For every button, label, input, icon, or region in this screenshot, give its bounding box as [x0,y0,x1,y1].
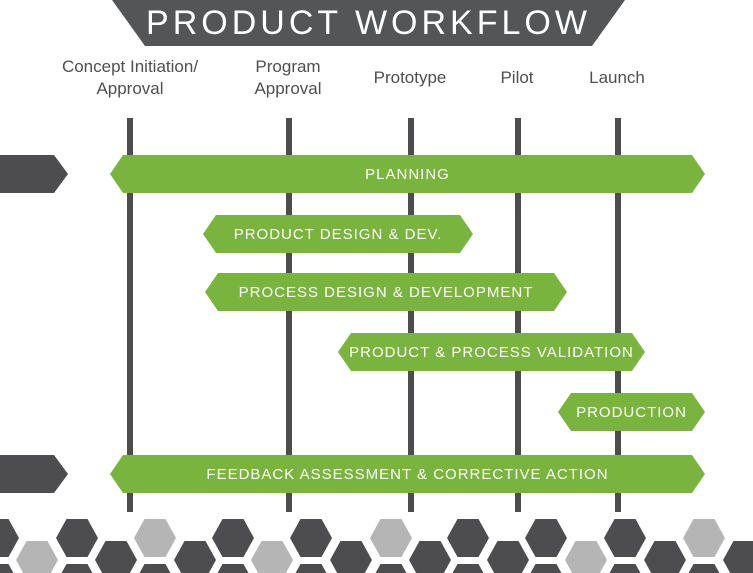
milestone-label-program-approval: Program Approval [228,56,348,100]
hexagon-icon [447,519,489,557]
phase-bar-planning: PLANNING [110,155,705,193]
hexagon-icon [290,519,332,557]
hexagon-icon [525,519,567,557]
milestone-label-line1: Concept Initiation/ [61,57,199,76]
milestone-line-launch [615,118,621,512]
phase-bar-feedback: FEEDBACK ASSESSMENT & CORRECTIVE ACTION [110,455,705,493]
hexagon-icon [565,541,607,573]
milestone-label-line2: Approval [254,79,322,98]
milestone-line-program-approval [286,118,292,512]
hexagon-icon [644,541,686,573]
hexagon-icon [447,564,489,573]
hexagon-icon [525,564,567,573]
hexagon-icon [56,564,98,573]
hexagon-icon [134,519,176,557]
hexagon-icon [0,519,19,557]
title-banner: PRODUCT WORKFLOW [112,0,625,46]
hexagon-icon [251,541,293,573]
phase-bar-production: PRODUCTION [558,393,705,431]
hexagon-icon [370,564,412,573]
hexagon-icon [212,519,254,557]
phase-bar-validation: PRODUCT & PROCESS VALIDATION [338,333,645,371]
hexagon-icon [683,564,725,573]
milestone-label-pilot: Pilot [477,56,557,89]
hexagon-icon [487,541,529,573]
hexagon-icon [0,564,19,573]
hexagon-icon [290,564,332,573]
phase-bar-process-design: PROCESS DESIGN & DEVELOPMENT [205,273,567,311]
milestone-label-prototype: Prototype [355,56,465,89]
phase-bar-label: PROCESS DESIGN & DEVELOPMENT [238,283,534,301]
milestone-label-line1: Program [255,57,321,76]
hexagon-icon [330,541,372,573]
phase-bar-label: PLANNING [365,165,450,183]
hexagon-icon [174,541,216,573]
milestone-label-launch: Launch [572,56,662,89]
milestone-label-line1: Pilot [500,68,534,87]
hexagon-icon [683,519,725,557]
milestone-line-pilot [515,118,521,512]
flow-arrow-bottom-icon [0,455,68,493]
hexagon-icon [604,519,646,557]
milestone-line-concept-initiation [127,118,133,512]
phase-bar-label: PRODUCT DESIGN & DEV. [233,225,443,243]
hexagon-icon [16,541,58,573]
hexagon-icon [604,564,646,573]
hexagon-icon [723,541,753,573]
phase-bar-label: PRODUCTION [576,403,687,421]
page-title: PRODUCT WORKFLOW [146,3,591,42]
hexagon-icon [56,519,98,557]
phase-bar-label: PRODUCT & PROCESS VALIDATION [349,343,634,361]
milestone-label-concept-initiation: Concept Initiation/ Approval [40,56,220,100]
hexagon-icon [95,541,137,573]
phase-bar-product-design: PRODUCT DESIGN & DEV. [203,215,473,253]
hexagon-icon [409,541,451,573]
hexagon-icon [370,519,412,557]
milestone-label-line1: Launch [589,68,645,87]
flow-arrow-top-icon [0,155,68,193]
hexagon-icon [212,564,254,573]
phase-bar-label: FEEDBACK ASSESSMENT & CORRECTIVE ACTION [206,465,609,483]
milestone-line-prototype [408,118,414,512]
hexagon-icon [134,564,176,573]
milestone-label-line2: Approval [96,79,164,98]
milestone-label-line1: Prototype [373,68,447,87]
